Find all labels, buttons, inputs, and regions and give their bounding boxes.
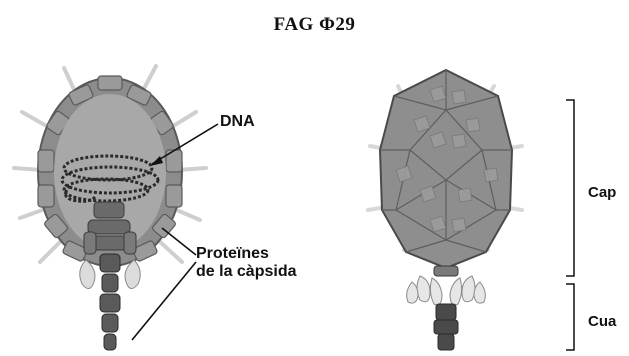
phage-3d-model [368,70,574,350]
tail-shaft [100,254,120,350]
head-label: Cap [588,185,616,202]
scale-brackets [566,100,574,350]
capsid-proteins-label: Proteïnes de la càpsida [196,245,297,280]
capsid-proteins-label-line2: de la càpsida [196,263,297,281]
tail-tube [434,304,458,350]
phage-cross-section [14,66,218,350]
tail-collar [407,266,486,305]
dna-label: DNA [220,113,255,131]
tail-label: Cua [588,314,616,331]
capsid-proteins-label-line1: Proteïnes [196,245,297,263]
figure-title: FAG Φ29 [0,14,629,36]
